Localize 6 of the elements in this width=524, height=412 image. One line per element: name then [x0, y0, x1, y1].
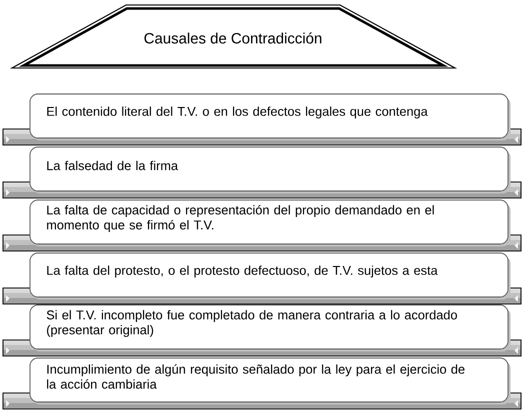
ribbon-card: El contenido literal del T.V. o en los defectos legales que contenga [2, 94, 522, 146]
ribbon-card: La falsedad de la firma [2, 146, 522, 199]
ribbon-card: Incumplimiento de algún requisito señalado por la ley para el ejercicio de la acción cambiaria [2, 358, 522, 410]
ribbon-card: Si el T.V. incompleto fue completado de manera contraria a lo acordado (presentar original) [2, 304, 522, 357]
ribbon-card: La falta del protesto, o el protesto defectuoso, de T.V. sujetos a esta [2, 252, 522, 305]
ribbon-card: La falta de capacidad o representación del propio demandado en el momento que se firmó el T.V. [2, 200, 522, 252]
